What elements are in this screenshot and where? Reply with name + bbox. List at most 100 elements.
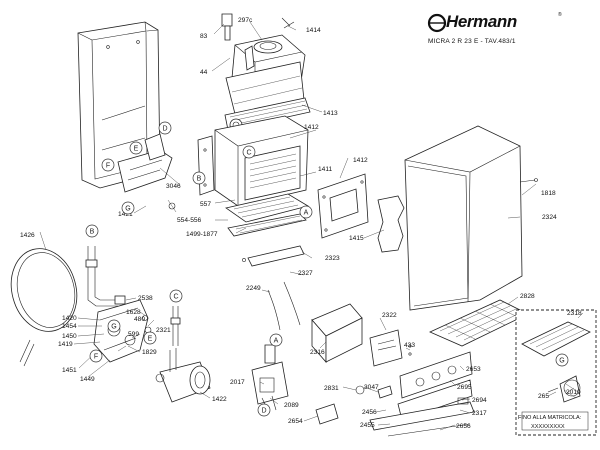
model-code: MICRA 2 R 23 E - TAV.483/1 — [428, 38, 516, 45]
part-label-265: 265 — [538, 393, 549, 400]
circulation-pump — [155, 348, 211, 403]
control-pcb — [369, 329, 403, 367]
callout-g-frame: G — [121, 201, 135, 215]
leader-lines — [39, 21, 584, 431]
part-label-2538: 2538 — [138, 295, 153, 302]
part-label-1454: 1454 — [62, 323, 77, 330]
part-label-1421: 1421 — [118, 211, 133, 218]
panel-accessories — [315, 344, 469, 425]
callout-e-frame: E — [129, 141, 143, 155]
pipe-b — [85, 246, 118, 307]
svg-text:G: G — [111, 324, 116, 331]
svg-text:A: A — [304, 210, 309, 217]
callout-d-frame: D — [158, 121, 172, 135]
part-label-433: 433 — [404, 342, 415, 349]
part-label-1829: 1829 — [142, 349, 157, 356]
hydraulic-group — [93, 295, 152, 363]
part-label-2828: 2828 — [520, 293, 535, 300]
serial-caption: FINO ALLA MATRICOLA: — [518, 415, 582, 421]
callout-g-detail: G — [555, 353, 569, 367]
svg-text:G: G — [125, 206, 130, 213]
part-label-44: 44 — [200, 69, 208, 76]
part-label-2327: 2327 — [298, 270, 313, 277]
part-label-2321: 2321 — [156, 327, 171, 334]
part-label-2694: 2694 — [472, 397, 487, 404]
part-label-1628: 1628 — [126, 309, 141, 316]
brand-logo — [427, 12, 562, 34]
callout-b-pipe: B — [85, 224, 99, 238]
callout-f-frame: F — [101, 158, 115, 172]
part-label-1450: 1450 — [62, 333, 77, 340]
part-label-554-556: 554-556 — [177, 217, 202, 224]
part-label-2695: 2695 — [457, 384, 472, 391]
callout-g-hydraulic: G — [107, 319, 121, 333]
part-label-480: 480 — [134, 316, 145, 323]
hydraulic-bracket — [117, 133, 177, 213]
registered-mark: ® — [558, 12, 562, 18]
part-label-2316: 2316 — [310, 349, 325, 356]
part-label-2456: 2456 — [362, 409, 377, 416]
callout-b-frame: B — [192, 171, 206, 185]
part-label-2318: 2318 — [567, 310, 582, 317]
svg-text:C: C — [173, 294, 178, 301]
serial-value: XXXXXXXXX — [531, 424, 565, 430]
svg-text:F: F — [94, 354, 98, 361]
part-label-1420: 1420 — [62, 315, 77, 322]
part-label-1415: 1415 — [349, 235, 364, 242]
svg-text:G: G — [559, 358, 564, 365]
part-label-1412-a: 1412 — [304, 124, 319, 131]
part-label-2317: 2317 — [472, 410, 487, 417]
insulation-panel — [377, 195, 405, 253]
part-label-557: 557 — [200, 201, 211, 208]
part-label-1818: 1818 — [541, 190, 556, 197]
part-label-2831: 2831 — [324, 385, 339, 392]
gas-valve — [251, 344, 289, 411]
burner — [225, 193, 310, 237]
part-label-2017: 2017 — [230, 379, 245, 386]
part-number-labels: 83 297c 1414 44 1413 1412 1411 1412 3046… — [20, 17, 582, 430]
part-label-1426: 1426 — [20, 232, 35, 239]
fixing-bar — [242, 245, 305, 267]
part-label-599: 599 — [128, 331, 139, 338]
brand-name: Hermann — [446, 12, 517, 31]
part-label-1499-1877: 1499-1877 — [186, 231, 218, 238]
bottom-grill — [429, 299, 529, 347]
part-label-2322: 2322 — [382, 312, 397, 319]
expansion-vessel — [10, 248, 78, 367]
heat-exchanger — [224, 97, 311, 132]
part-label-1414: 1414 — [306, 27, 321, 34]
callout-a-valve: A — [269, 333, 283, 347]
part-label-1449: 1449 — [80, 376, 95, 383]
control-panel — [369, 351, 475, 437]
part-label-1412-b: 1412 — [353, 157, 368, 164]
part-label-83: 83 — [200, 33, 208, 40]
chamber-front-cover — [317, 173, 369, 239]
part-label-1422: 1422 — [212, 396, 227, 403]
part-label-2656: 2656 — [456, 423, 471, 430]
part-label-1419: 1419 — [58, 341, 73, 348]
pipe-c — [170, 306, 181, 346]
svg-text:A: A — [274, 338, 279, 345]
part-label-2089: 2089 — [284, 402, 299, 409]
part-label-297c: 297c — [238, 17, 253, 24]
callout-d-valve: D — [257, 403, 271, 417]
outer-casing — [404, 125, 538, 311]
svg-text:C: C — [246, 150, 251, 157]
part-label-2323: 2323 — [325, 255, 340, 262]
svg-text:E: E — [148, 336, 153, 343]
top-fittings — [221, 13, 295, 71]
control-box-cover — [311, 303, 363, 364]
callout-f-hydraulic: F — [89, 349, 103, 363]
part-label-2249: 2249 — [246, 285, 261, 292]
callout-c-chamber: C — [242, 145, 256, 159]
part-label-2653: 2653 — [466, 366, 481, 373]
svg-text:B: B — [90, 229, 95, 236]
callout-e-hydraulic: E — [143, 331, 157, 345]
part-label-3047: 3047 — [364, 384, 379, 391]
part-label-1411: 1411 — [318, 166, 333, 173]
part-label-2324: 2324 — [542, 214, 557, 221]
part-label-2010: 2010 — [566, 389, 581, 396]
svg-text:B: B — [197, 176, 202, 183]
combustion-chamber — [197, 115, 309, 207]
